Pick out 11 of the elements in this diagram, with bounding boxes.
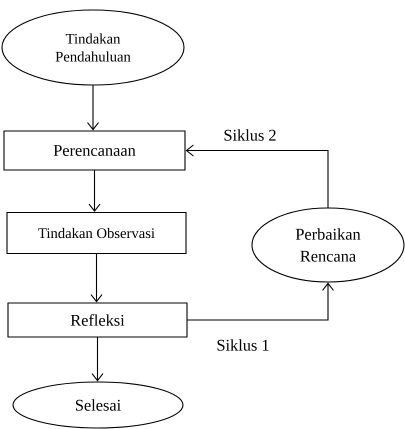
edge-label: Siklus 2 <box>222 128 278 142</box>
process-box: Refleksi <box>7 302 188 338</box>
edge-label: Siklus 1 <box>215 338 271 352</box>
arrow <box>186 144 329 208</box>
arrow <box>188 282 334 321</box>
arrow <box>88 170 100 212</box>
arrow <box>92 338 104 382</box>
arrow <box>90 254 102 302</box>
process-box: Tindakan Observasi <box>6 212 187 254</box>
arrow <box>87 86 99 130</box>
process-box: Perencanaan <box>3 130 186 171</box>
